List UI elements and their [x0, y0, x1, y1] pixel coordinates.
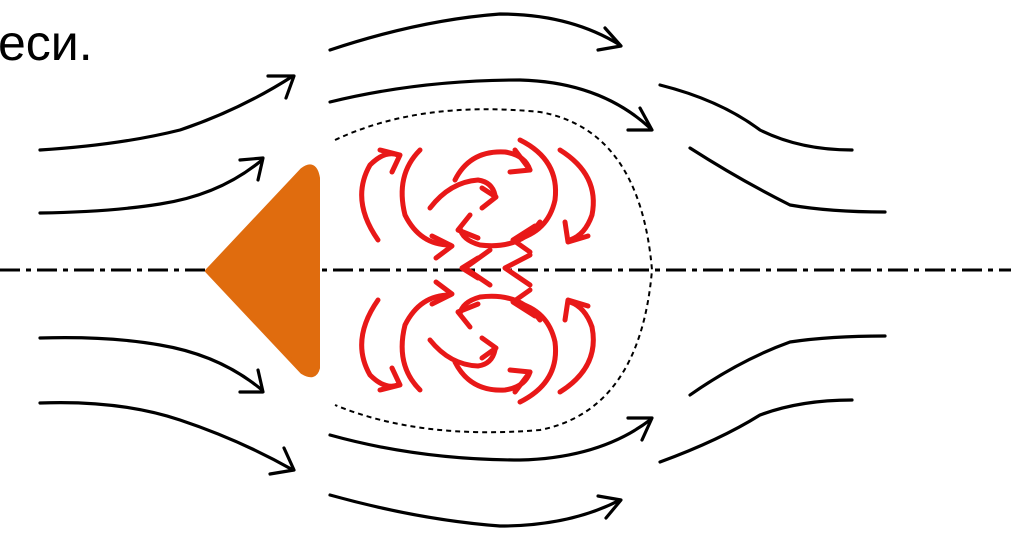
vortex-arrow [557, 299, 596, 395]
vortex-arrowhead-icon [507, 367, 533, 395]
vortex-arrow [399, 147, 453, 248]
vortex-arrow [399, 292, 453, 393]
caption-text: еси. [0, 15, 93, 71]
streamline [328, 12, 622, 52]
recirculation-vortices [359, 137, 596, 405]
arrowhead-icon [626, 416, 654, 442]
vortex-arrow [502, 252, 533, 288]
streamline [38, 74, 295, 152]
vortex-arrowhead-icon [455, 212, 481, 241]
streamline [38, 401, 295, 472]
vortex-arrowhead-icon [429, 279, 455, 307]
vortex-arrow [427, 177, 498, 211]
arrowhead-icon [596, 494, 623, 520]
upstream-streamlines [38, 74, 296, 476]
streamline [658, 398, 854, 464]
arrowhead-icon [626, 106, 654, 132]
vortex-arrow [557, 147, 596, 243]
arrowhead-icon [238, 368, 265, 394]
vortex-arrowhead-icon [377, 147, 403, 175]
vortex-arrow [427, 337, 498, 369]
outer-streamlines [328, 12, 654, 528]
vortex-arrowhead-icon [429, 233, 455, 261]
vortex-arrow [457, 293, 543, 323]
vortex-arrowhead-icon [562, 219, 591, 245]
streamline [328, 78, 652, 130]
streamline [38, 336, 264, 392]
streamline [328, 418, 652, 462]
streamline [328, 493, 622, 528]
arrowhead-icon [596, 26, 623, 52]
arrowhead-icon [268, 446, 296, 476]
streamline [38, 158, 264, 215]
vortex-arrowhead-icon [377, 365, 403, 393]
wake-boundary [334, 108, 654, 434]
vortex-arrowhead-icon [455, 301, 481, 330]
vortex-arrow [457, 219, 543, 249]
bluff-body-triangle [205, 164, 320, 378]
arrowhead-icon [238, 156, 265, 182]
vortex-arrowhead-icon [507, 147, 533, 175]
streamline [658, 83, 854, 152]
vortex-arrowhead-icon [479, 185, 499, 211]
downstream-streamlines [658, 83, 887, 464]
vortex-arrowhead-icon [459, 255, 481, 281]
streamline [688, 334, 887, 397]
arrowhead-icon [266, 74, 296, 100]
vortex-arrowhead-icon [562, 297, 591, 323]
streamline [688, 146, 887, 214]
vortex-arrowhead-icon [479, 335, 499, 361]
